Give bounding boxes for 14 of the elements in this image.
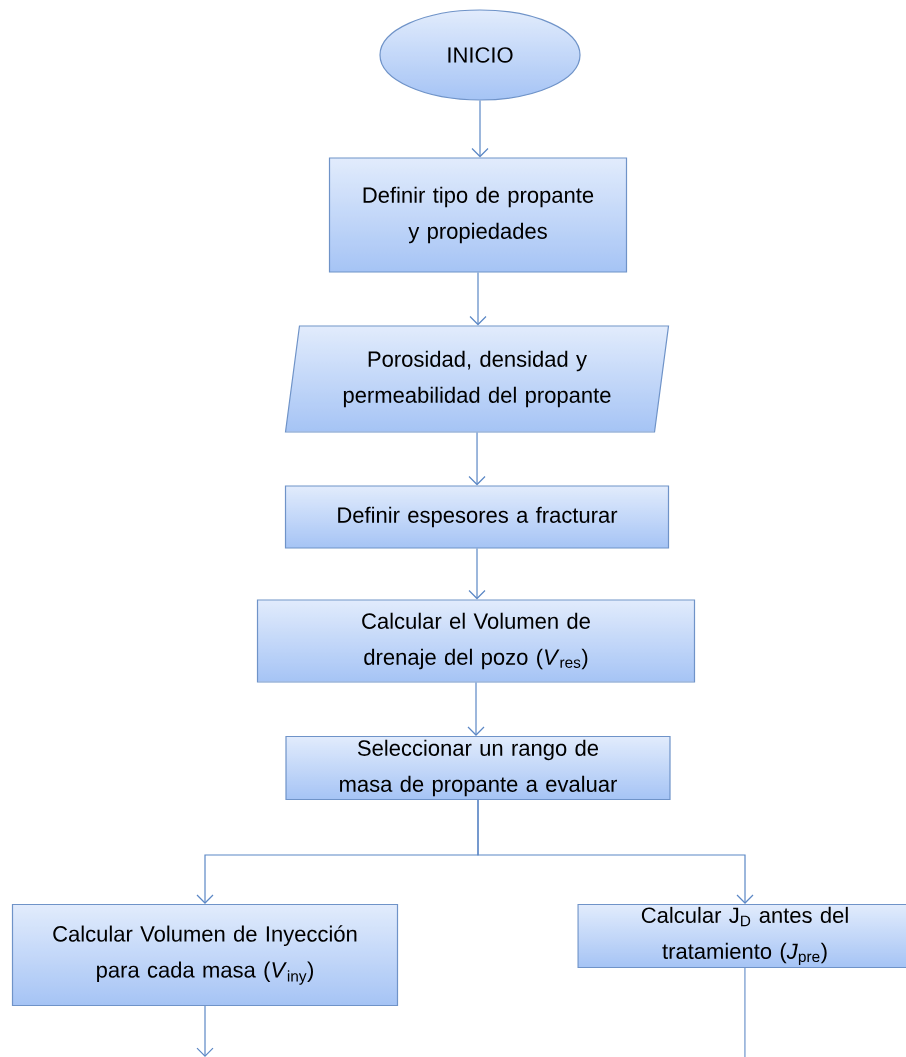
- input-parallelogram: Porosidad, densidad y permeabilidad del propante: [284, 325, 670, 433]
- arrow: [467, 682, 485, 736]
- arrow: [477, 799, 754, 904]
- process-box: Calcular Volumen de Inyección para cada masa (V$_{iny}$): [11, 903, 399, 1007]
- arrow: [468, 432, 486, 486]
- arrow: [471, 100, 489, 158]
- arrow: [196, 1005, 214, 1057]
- process-box: Definir tipo de propante y propiedades: [328, 157, 628, 273]
- arrow: [468, 548, 486, 600]
- process-box: Calcular el Volumen de drenaje del pozo (V$_{res}$): [256, 599, 696, 683]
- process-box: Definir espesores a fracturar: [284, 485, 670, 549]
- process-box: Seleccionar un rango de masa de propante a evaluar: [285, 735, 671, 801]
- process-box: Calcular J$_{D}$ antes del tratamiento (J$_{pre}$): [577, 903, 906, 969]
- arrow: [469, 272, 487, 326]
